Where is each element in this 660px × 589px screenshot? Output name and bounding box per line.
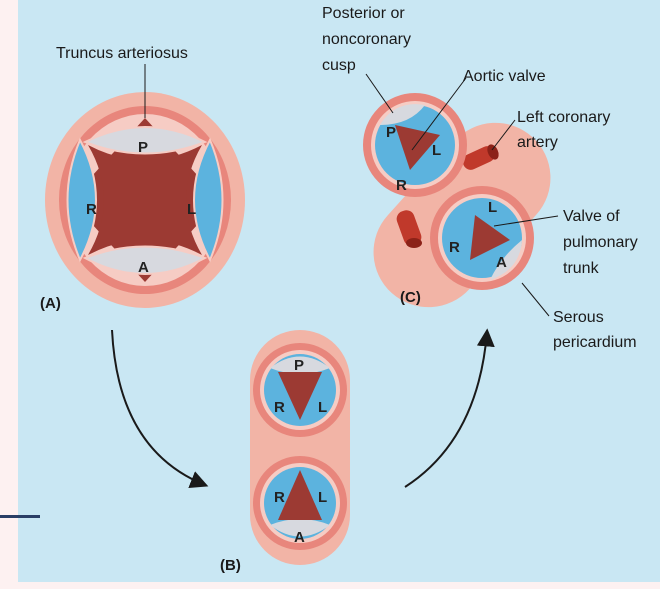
aortic-valve-label: Aortic valve [463, 68, 546, 85]
septated-aortic-valve: P R L [253, 343, 347, 437]
svg-text:Posterior or: Posterior or [322, 5, 405, 22]
aortic-valve: P L R [363, 93, 467, 197]
septated-valves: P R L R L A [250, 330, 350, 565]
c-aortic-cusp-p-label: P [386, 124, 396, 141]
arrow-a-to-b [112, 330, 205, 485]
b-top-cusp-r-label: R [274, 399, 285, 416]
svg-text:pericardium: pericardium [553, 334, 637, 351]
panel-b-label: (B) [220, 557, 241, 574]
serous-pericardium-leader [522, 283, 549, 316]
cusp-a-label: A [138, 259, 149, 276]
svg-text:cusp: cusp [322, 57, 356, 74]
cusp-p-label: P [138, 139, 148, 156]
c-pulmonary-cusp-l-label: L [488, 199, 497, 216]
c-aortic-cusp-r-label: R [396, 177, 407, 194]
b-bottom-cusp-r-label: R [274, 489, 285, 506]
panel-a-label: (A) [40, 295, 61, 312]
svg-text:artery: artery [517, 134, 558, 151]
svg-text:trunk: trunk [563, 260, 600, 277]
panel-c-label: (C) [400, 289, 421, 306]
septated-pulmonary-valve: R L A [253, 456, 347, 550]
c-aortic-cusp-l-label: L [432, 142, 441, 159]
arrow-b-to-c [405, 332, 487, 487]
svg-text:Left coronary: Left coronary [517, 109, 610, 126]
b-bottom-cusp-a-label: A [294, 529, 305, 546]
pulmonary-valve: L R A [430, 186, 534, 290]
c-pulmonary-cusp-a-label: A [496, 254, 507, 271]
posterior-cusp-label: Posterior or noncoronary cusp [322, 5, 411, 74]
serous-pericardium-label: Serous pericardium [553, 309, 637, 351]
c-pulmonary-cusp-r-label: R [449, 239, 460, 256]
svg-text:noncoronary: noncoronary [322, 31, 411, 48]
svg-text:Valve of: Valve of [563, 208, 620, 225]
cusp-r-label: R [86, 201, 97, 218]
cusp-l-label: L [187, 201, 196, 218]
b-top-cusp-p-label: P [294, 357, 304, 374]
svg-text:pulmonary: pulmonary [563, 234, 638, 251]
truncus-arteriosus-valve: P R L A [45, 92, 245, 308]
valve-of-pulmonary-trunk-label: Valve of pulmonary trunk [563, 208, 638, 277]
final-valves: P L R L R A [351, 93, 573, 330]
left-coronary-artery-label: Left coronary artery [517, 109, 610, 151]
b-bottom-cusp-l-label: L [318, 489, 327, 506]
b-top-cusp-l-label: L [318, 399, 327, 416]
truncus-arteriosus-label: Truncus arteriosus [56, 45, 188, 62]
svg-text:Serous: Serous [553, 309, 604, 326]
